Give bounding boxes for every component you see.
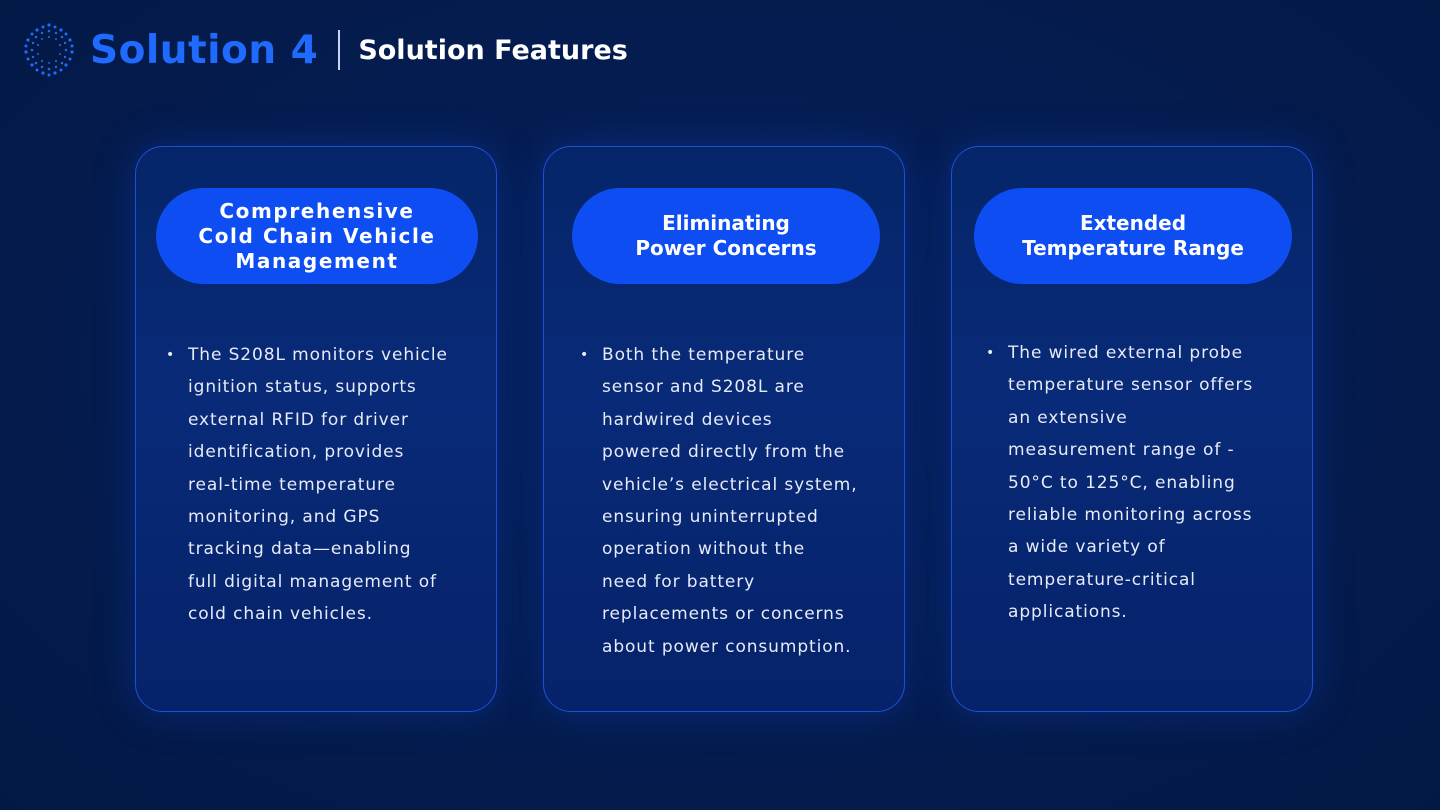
card-body: • The S208L monitors vehicle ignition st… (166, 339, 476, 631)
feature-card-cold-chain: Comprehensive Cold Chain Vehicle Managem… (135, 146, 497, 712)
title-divider (338, 30, 341, 70)
bullet-icon: • (986, 345, 996, 361)
card-description: The S208L monitors vehicle ignition stat… (188, 345, 448, 625)
feature-card-temperature-range: Extended Temperature Range • The wired e… (951, 146, 1313, 712)
card-heading-pill: Eliminating Power Concerns (572, 188, 880, 284)
feature-card-power: Eliminating Power Concerns • Both the te… (543, 146, 905, 712)
bullet-icon: • (166, 347, 176, 363)
card-heading-pill: Comprehensive Cold Chain Vehicle Managem… (156, 188, 478, 284)
card-body: • Both the temperature sensor and S208L … (580, 339, 884, 663)
bullet-icon: • (580, 347, 590, 363)
card-description: Both the temperature sensor and S208L ar… (602, 345, 858, 657)
card-heading: Extended Temperature Range (1022, 211, 1244, 260)
card-heading: Comprehensive Cold Chain Vehicle Managem… (198, 198, 436, 273)
page-title: Solution 4 (90, 27, 319, 73)
page-subtitle: Solution Features (358, 34, 628, 66)
header: Solution 4 Solution Features (22, 20, 628, 80)
card-heading-pill: Extended Temperature Range (974, 188, 1292, 284)
card-description: The wired external probe temperature sen… (1008, 343, 1254, 623)
card-body: • The wired external probe temperature s… (986, 337, 1292, 629)
dotted-hexagon-logo-icon (24, 23, 74, 77)
card-heading: Eliminating Power Concerns (635, 211, 817, 260)
